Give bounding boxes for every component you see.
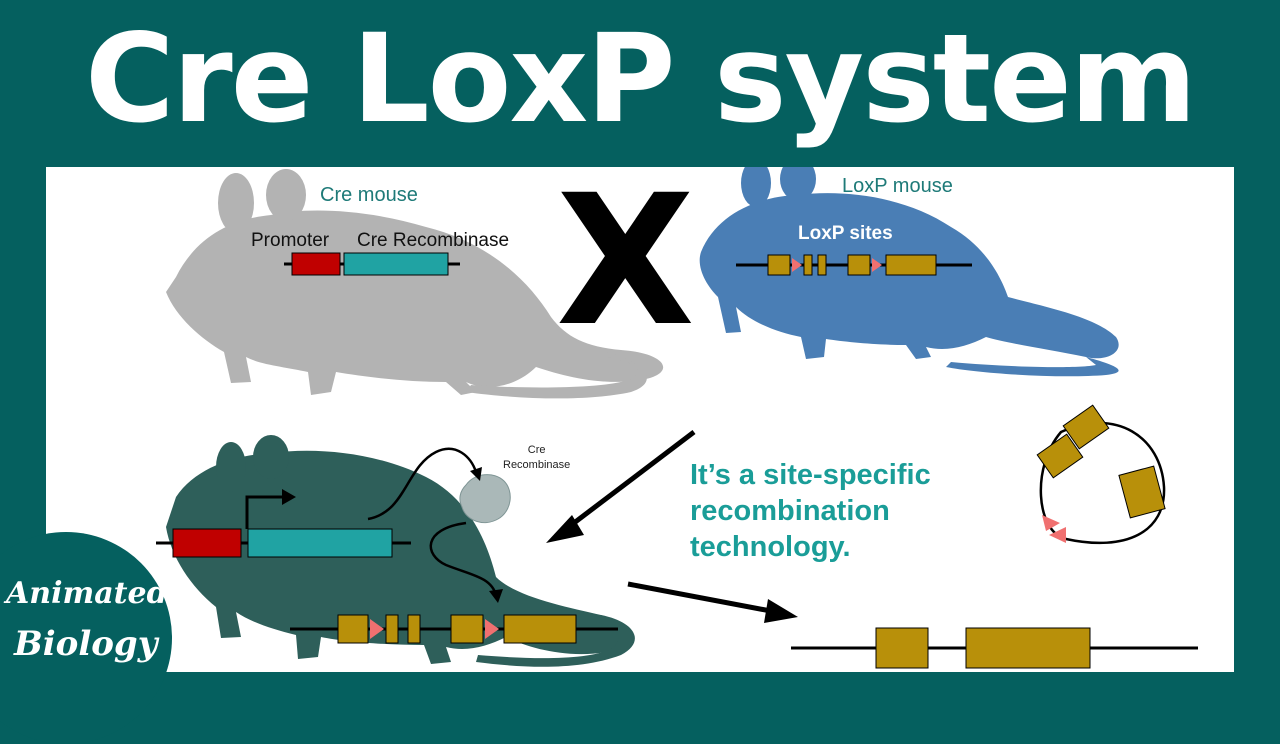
cross-result-arrowhead: [546, 515, 584, 543]
excision-arrow: [627, 581, 777, 615]
loxp-site-marker: [792, 258, 802, 272]
logo-text-line1: Animated: [6, 576, 168, 611]
loxp-mouse-label: LoxP mouse: [842, 175, 953, 197]
curved-arrow: [367, 447, 478, 521]
transcription-arrow: [245, 495, 284, 529]
curved-arrowhead: [470, 467, 482, 481]
gene-box: [885, 254, 937, 276]
gene-box: [1062, 404, 1110, 450]
gene-box: [450, 614, 484, 644]
logo-text-line2: Biology: [14, 624, 158, 664]
loxp-site-marker: [485, 619, 499, 639]
excision-arrowhead: [764, 599, 798, 623]
cre-mouse-label: Cre mouse: [320, 184, 418, 206]
diagram-panel: Cre mouse LoxP mouse Promoter Cre Recomb…: [46, 167, 1234, 672]
loxp-mouse-silhouette: [699, 167, 1119, 377]
gene-box: [407, 614, 421, 644]
gene-box: [817, 254, 827, 276]
loxp-sites-label: LoxP sites: [798, 223, 893, 244]
cre-protein-label: Cre Recombinase: [503, 444, 571, 471]
cross-symbol: X: [556, 167, 695, 366]
gene-box: [965, 627, 1091, 669]
gene-box: [803, 254, 813, 276]
gene-box: [875, 627, 929, 669]
curved-arrow: [429, 521, 498, 596]
gene-box: [385, 614, 399, 644]
gene-box: [847, 254, 871, 276]
gene-box: [767, 254, 791, 276]
diagram-illustration: [156, 167, 1198, 669]
offspring-mouse-silhouette: [166, 435, 635, 667]
cre-recombinase-label: Cre Recombinase: [357, 230, 510, 251]
loxp-site-marker: [370, 619, 384, 639]
promoter-box: [172, 528, 242, 558]
page-title: Cre LoxP system: [85, 8, 1197, 150]
statement-text: It’s a site-specific recombination techn…: [690, 459, 931, 563]
cre-protein-icon: [459, 474, 511, 523]
curved-arrowhead: [489, 589, 503, 603]
loxp-site-marker: [1042, 515, 1060, 531]
cre-gene-box: [247, 528, 393, 558]
cross-result-arrow: [564, 430, 696, 531]
loxp-site-marker: [872, 258, 882, 272]
promoter-label: Promoter: [251, 230, 330, 251]
loxp-site-marker: [1049, 527, 1066, 543]
gene-box: [1118, 465, 1166, 519]
cre-gene-box: [343, 252, 449, 276]
transcription-arrowhead: [282, 489, 296, 505]
excised-circle: [1039, 421, 1166, 545]
logo-badge: [0, 532, 172, 744]
gene-box: [503, 614, 577, 644]
promoter-box: [291, 252, 341, 276]
gene-box: [1036, 433, 1084, 479]
cre-mouse-silhouette: [166, 169, 664, 399]
gene-box: [337, 614, 369, 644]
